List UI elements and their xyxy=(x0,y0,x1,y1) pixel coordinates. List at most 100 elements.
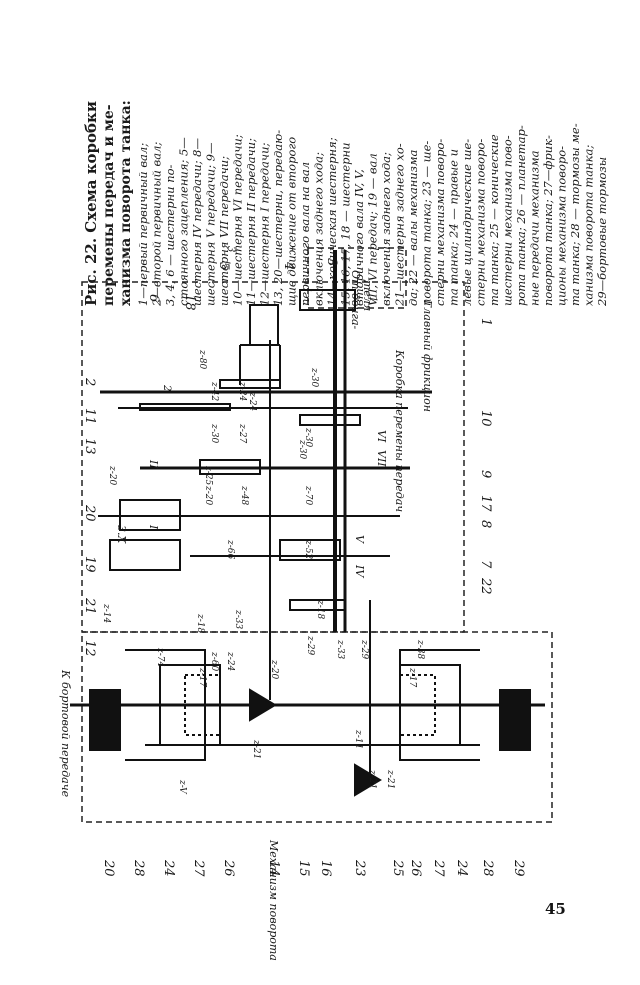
caption-line: шестерня V передачи; 9— xyxy=(204,142,218,306)
teeth-label: z-18 xyxy=(195,613,205,634)
caption-line: 29—бортовые тормозы xyxy=(595,157,609,307)
part-number: 8 xyxy=(478,520,493,528)
gear-mark: V xyxy=(353,535,366,544)
teeth-label: z-11 xyxy=(353,729,363,749)
left-bevel-gear xyxy=(249,688,277,722)
caption-line: да; 22 — валы механизма xyxy=(406,150,420,306)
part-number: 11 xyxy=(82,408,97,425)
gear-5th xyxy=(199,459,261,475)
part-number: 23 xyxy=(352,859,367,877)
caption-line: 10—шестерня VI передачи; xyxy=(231,134,245,306)
caption-line: перемены передач и ме- xyxy=(101,104,117,306)
caption-line: ные передачи механизма xyxy=(528,150,542,306)
part-numbers-top: 6 18 5 3 4 xyxy=(146,258,339,311)
turning-mechanism-label: Механизм поворота xyxy=(267,839,280,961)
part-number: 24 xyxy=(161,859,176,877)
caption-line: та танка; 24 — правые и xyxy=(447,149,461,306)
teeth-label: z-24 xyxy=(247,391,257,412)
right-final-brake xyxy=(499,689,531,751)
shaft-number: 2 xyxy=(161,384,172,391)
part-number: 6 xyxy=(146,294,161,302)
part-number: 19 xyxy=(82,556,97,573)
caption-line: Рис. 22. Схема коробки xyxy=(82,101,100,306)
teeth-label: z-24 xyxy=(225,651,235,672)
caption-line: та танка; 28 — тормозы ме- xyxy=(568,123,582,306)
turning-mechanism-housing-outline xyxy=(81,631,553,823)
main-clutch-label: Главный фрикцион xyxy=(421,299,434,412)
part-number: 21 xyxy=(82,597,97,615)
teeth-label: z-33 xyxy=(335,639,345,660)
part-number: 27 xyxy=(431,859,446,877)
caption-line: ханизма поворота танка: xyxy=(118,100,134,306)
gear-7th xyxy=(299,414,361,426)
gear-6th xyxy=(289,599,346,611)
caption-line: шестерни механизма пово- xyxy=(501,135,515,306)
part-number: 16 xyxy=(318,860,333,877)
part-number: 2 xyxy=(82,377,97,386)
part-number: 14 xyxy=(266,860,281,877)
teeth-label: z-52 xyxy=(303,539,313,560)
diagram-labels: От двига- теля Главный фрикцион Коробка … xyxy=(59,270,434,961)
gear-mark: IV xyxy=(353,564,366,578)
shaft-number: 3 xyxy=(225,246,236,252)
caption-line: включения заднего хода; xyxy=(379,152,393,306)
teeth-label: z-60 xyxy=(209,651,219,672)
teeth-label: z-20 xyxy=(107,465,117,486)
teeth-label: z-30 xyxy=(303,427,313,448)
caption-line: щие движение от второго xyxy=(285,137,299,306)
teeth-label: z-70 xyxy=(303,485,313,506)
caption-line: 11—шестерня II передачи; xyxy=(244,138,258,306)
caption-line: 21—шестерня заднего хо- xyxy=(393,143,407,307)
engine-input-outline xyxy=(307,247,407,309)
gear-4th-primary xyxy=(219,379,281,389)
to-final-drive-label: К бортовой передаче xyxy=(59,669,72,798)
teeth-label: z-20 xyxy=(203,485,213,506)
gear-mark: II xyxy=(147,459,160,469)
part-number: 17 xyxy=(478,495,493,512)
teeth-label: z-30 xyxy=(309,367,319,388)
part-number: 12 xyxy=(82,640,97,657)
caption-line: ханизма поворота танка; xyxy=(582,145,596,306)
teeth-label: z-18 xyxy=(315,599,325,620)
caption-line: шестерня IV передачи; 8— xyxy=(190,138,204,306)
teeth-label: z-80 xyxy=(197,349,207,370)
part-number: 5 xyxy=(216,262,231,270)
part-number: 7 xyxy=(478,560,493,569)
caption-line: рота танка; 26 — планетар- xyxy=(514,125,528,306)
gear-mark: 3.X xyxy=(115,525,128,544)
shaft-number: 1 xyxy=(367,296,378,302)
gear-4 xyxy=(249,304,279,346)
vertical-shafts xyxy=(269,250,371,780)
gear-input-bevel xyxy=(299,289,356,311)
caption-line: стерни механизма поворо- xyxy=(474,139,488,306)
part-number: 25 xyxy=(390,859,405,877)
caption-line: стоянного зацепления; 5— xyxy=(177,137,191,306)
right-planetary-gear xyxy=(399,664,461,746)
caption-line: 3, 4, 6 — шестерни по- xyxy=(163,164,177,306)
teeth-label: z-42 xyxy=(209,381,219,402)
teeth-label: z-21 xyxy=(367,769,377,789)
teeth-labels: z-80 z-42 z-24 z-30 z-27 z-30 z-24 z-30 … xyxy=(101,349,425,795)
caption-line: первичного вала на вал xyxy=(298,162,312,306)
page-number: 45 xyxy=(545,900,566,918)
part-number: 28 xyxy=(480,859,495,877)
caption-line: та танка; 25 — конические xyxy=(487,134,501,306)
gear-marks: I II 3.X IV V VI VII xyxy=(115,430,388,578)
part-number: 20 xyxy=(82,504,97,522)
gear-4th-secondary xyxy=(279,539,341,561)
part-number: 4 xyxy=(281,261,296,270)
teeth-label: z-29 xyxy=(305,635,315,656)
caption-line: 13, 20—шестерни, передаю- xyxy=(271,130,285,306)
caption-line: 1—первый первичный вал; xyxy=(136,143,150,306)
teeth-label: z-17 xyxy=(407,667,417,688)
teeth-label: z-74 xyxy=(155,647,165,668)
caption-line: поворота танка; 23 — ше- xyxy=(420,141,434,306)
part-number: 24 xyxy=(454,859,469,877)
left-final-brake xyxy=(89,689,121,751)
gear-reverse-block xyxy=(109,539,181,571)
caption-line: шестерня VII передачи; xyxy=(217,156,231,306)
housing-outlines xyxy=(81,247,553,823)
left-planetary-gear xyxy=(159,664,221,746)
gearbox-label: Коробка перемены передач xyxy=(393,349,406,512)
caption-line: вторичного вала IV, V, xyxy=(352,169,366,306)
